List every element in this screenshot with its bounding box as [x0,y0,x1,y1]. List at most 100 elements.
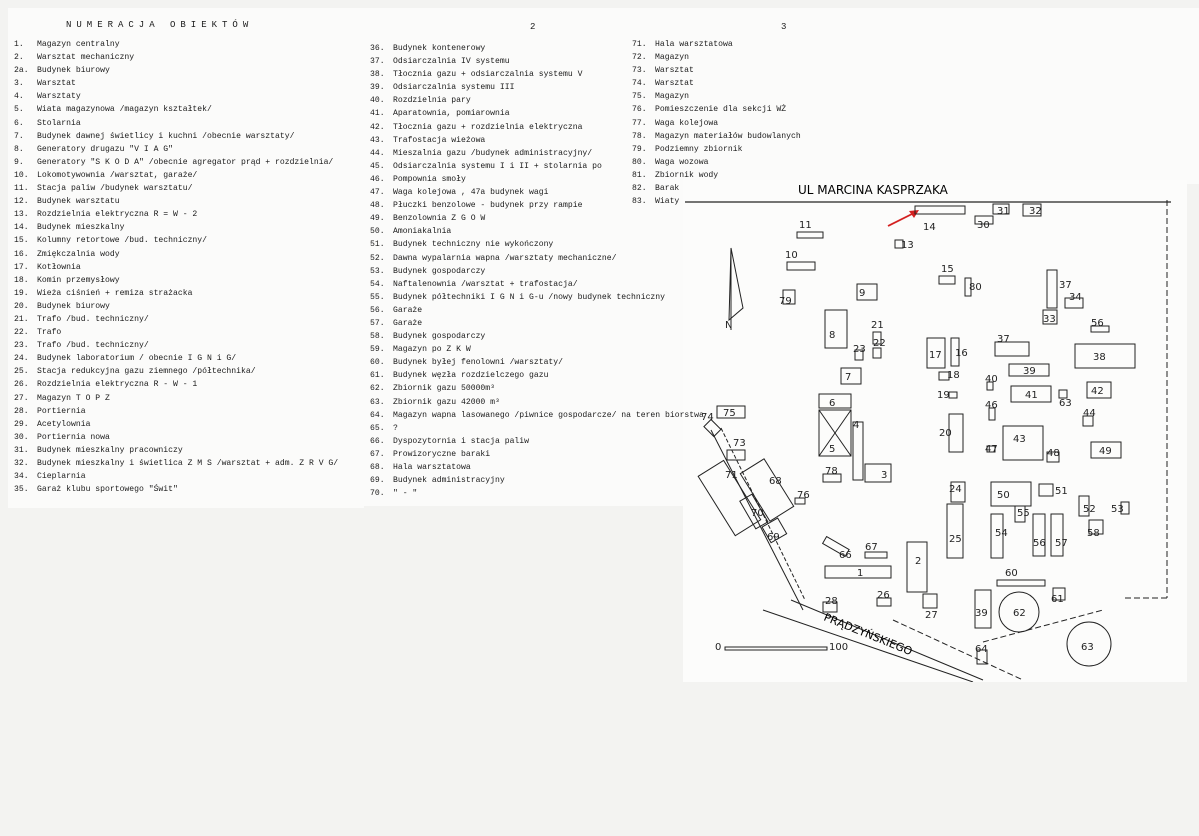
legend-number: 61. [370,371,385,381]
legend-row: 31.Budynek mieszkalny pracowniczy [14,444,338,457]
legend-row: 3.Warsztat [14,77,338,90]
legend-text: Odsiarczalnia systemu III [393,83,515,93]
legend-row: 21. Trafo /bud. techniczny/ [14,313,338,326]
building-outline [854,349,864,361]
legend-number: 35. [14,485,29,495]
legend-text: Stacja redukcyjna gazu ziemnego /półtech… [37,367,256,377]
legend-number: 2a. [14,66,29,76]
legend-text: Trafo /bud. techniczny/ [37,314,149,324]
building-label: 56 [1091,318,1104,329]
building-64: 64 [975,644,988,665]
legend-text: Budynek administracyjny [393,476,505,486]
legend-number: 7. [14,131,24,141]
building-32: 32 [1022,203,1042,217]
legend-text: Budynek węzła rozdzielczego gazu [393,371,549,381]
legend-text: ? [393,423,398,433]
legend-text: Wiata magazynowa /magazyn kształtek/ [37,105,212,115]
building-68: 68 [739,458,795,522]
building-outline [1090,325,1110,333]
legend-number: 36. [370,44,385,53]
building-outline [1046,451,1060,463]
building-label: 63 [1081,642,1094,653]
building-9: 9 [856,283,878,301]
scale-start: 0 [715,642,721,653]
legend-number: 23. [14,341,29,351]
legend-row: 11.Stacja paliw /budynek warsztatu/ [14,182,338,195]
building-17: 17 [926,337,946,369]
legend-text: Portiernia [37,406,86,416]
site-plan-map: UL MARCINA KASPRZAKA PRĄDZYŃSKIEGO N 0 1… [685,183,1171,682]
building-69: 69 [761,517,788,544]
legend-text: Rozdzielnia elektryczna R = W - 2 [37,210,198,220]
legend-number: 64. [370,410,385,420]
building-18: 18 [938,370,960,381]
building-outline [1120,501,1130,515]
legend-number: 12. [14,197,29,207]
legend-row: 41.Aparatownia, pomiarownia [370,107,704,120]
legend-row: 42.Tłocznia gazu + rozdzielnia elektrycz… [370,121,704,134]
building-56a: 56 [1032,513,1046,557]
legend-row: 8.Generatory drugazu "V I A G" [14,143,338,156]
legend-row: 60.Budynek byłej fenolowni /warsztaty/ [370,356,704,369]
building-outline [1046,269,1058,309]
building-outline [1064,297,1084,309]
legend-number: 19. [14,288,29,298]
building-37b: 37 [994,334,1030,357]
legend-text: Cieplarnia [37,472,86,482]
building-label: 27 [925,610,938,621]
legend-row: 48.Płuczki benzolowe - budynek przy ramp… [370,199,704,212]
legend-text: Garaże [393,318,423,328]
legend-row: 45.Odsiarczalnia systemu I i II + stolar… [370,160,704,173]
legend-row: 54.Naftalenownia /warsztat + trafostacja… [370,278,704,291]
building-label: 5 [829,444,835,455]
legend-number: 58. [370,332,385,342]
legend-text: Budynek gospodarczy [393,266,486,276]
building-outline [786,261,816,271]
legend-text: Magazyn po Z K W [393,345,471,355]
legend-text: Generatory drugazu "V I A G" [37,144,173,154]
legend-number: 21. [14,314,29,324]
building-label: 16 [955,348,968,359]
building-37a: 37 [1046,269,1072,309]
building-48: 48 [1046,448,1060,463]
legend-number: 39. [370,83,385,93]
legend-text: Warsztaty [37,92,81,102]
legend-text: Budynek laboratorium / obecnie I G N i G… [37,354,237,364]
legend-row: 17.Kotłownia [14,261,338,274]
legend-text: Acetylownia [37,419,91,429]
building-label: 20 [939,428,952,439]
building-34: 34 [1064,292,1084,309]
legend-row: 24.Budynek laboratorium / obecnie I G N … [14,352,338,365]
legend-number: 5. [14,105,24,115]
building-outline [822,601,838,613]
legend-number: 56. [370,305,385,315]
legend-text: Warsztat mechaniczny [37,53,135,63]
legend-text: Magazyn centralny [37,40,120,49]
legend-text: Prowizoryczne baraki [393,449,491,459]
legend-number: 22. [14,328,29,338]
legend-number: 11. [14,184,29,194]
building-label: 57 [1055,538,1068,549]
legend-row: 32.Budynek mieszkalny i świetlica Z M S … [14,457,338,470]
building-label: 33 [1043,314,1056,325]
legend-text: Rozdzielnia pary [393,96,471,106]
building-52: 52 [1078,495,1096,517]
building-outline [1052,587,1066,601]
building-label: 3 [881,470,887,481]
legend-number: 75. [632,92,647,102]
building-label: 60 [1005,568,1018,579]
building-outline [1014,505,1026,523]
building-outline [739,458,795,522]
building-label: 66 [839,550,852,561]
building-31: 31 [992,203,1010,217]
building-19: 19 [937,390,958,401]
legend-text: Budynek gospodarczy [393,332,486,342]
building-58: 58 [1087,519,1104,539]
legend-number: 28. [14,406,29,416]
legend-number: 68. [370,463,385,472]
legend-number: 50. [370,227,385,237]
legend-number: 48. [370,201,385,211]
building-outline [906,541,928,593]
